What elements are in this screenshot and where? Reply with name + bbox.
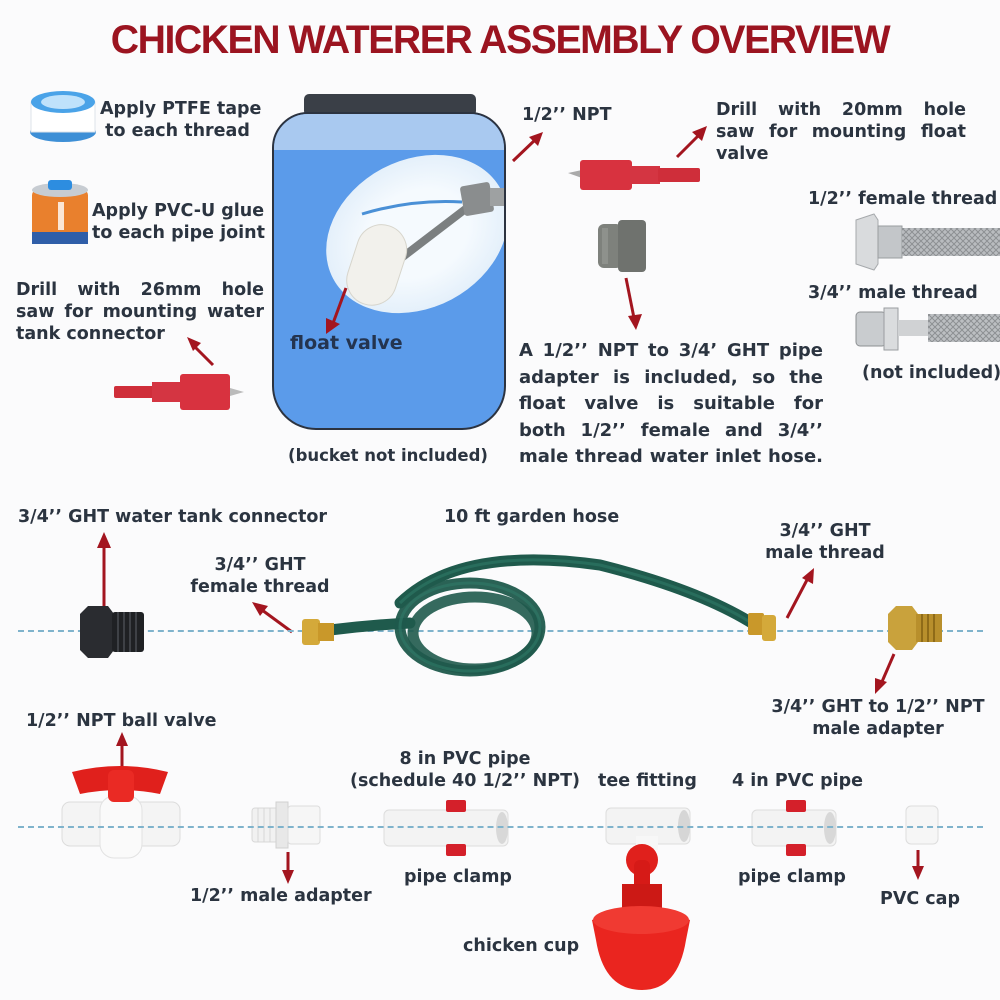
pvc-glue-can-icon [32, 180, 88, 244]
pvc-pipe-8in-icon [383, 800, 509, 856]
male-adapter-icon [251, 801, 321, 849]
male-adapter-label: 1/2’’ male adapter [190, 886, 372, 906]
float-valve-label: float valve [290, 332, 403, 354]
chicken-cup-icon [592, 844, 690, 990]
arrow-icon [624, 277, 642, 330]
pvc-cap-icon [905, 805, 939, 845]
braided-hose-male-icon [855, 307, 1000, 351]
ptfe-tip: Apply PTFE tape to each thread [100, 99, 262, 141]
tank-connector-label: 3/4’’ GHT water tank connector [18, 507, 328, 527]
arrow-icon [282, 852, 294, 884]
pipe-clamp-label-2: pipe clamp [738, 867, 846, 887]
arrow-icon [675, 126, 707, 159]
arrow-icon [97, 532, 111, 608]
female-ght-label: 3/4’’ GHT female thread [190, 555, 330, 597]
bucket: float valve [272, 94, 506, 430]
float-valve-icon [346, 182, 504, 306]
female-thread-label: 1/2’’ female thread [808, 189, 998, 209]
npt-ght-adapter-icon [598, 220, 646, 272]
pvc-cap-label: PVC cap [880, 889, 961, 909]
ball-valve-icon [61, 766, 181, 859]
pvc-pipe-4in-icon [751, 800, 837, 856]
arrow-icon [326, 287, 348, 334]
page-title: CHICKEN WATERER ASSEMBLY OVERVIEW [110, 18, 891, 62]
braided-hose-female-icon [855, 213, 1000, 271]
chicken-cup-label: chicken cup [463, 936, 580, 956]
tee-fitting-label: tee fitting [598, 771, 697, 791]
hole-saw-20mm-icon [568, 160, 700, 190]
ght-npt-adapter-label: 3/4’’ GHT to 1/2’’ NPT male adapter [771, 697, 985, 739]
hole-saw-26mm-icon [114, 374, 244, 410]
bucket-note: (bucket not included) [288, 446, 488, 465]
male-ght-label: 3/4’’ GHT male thread [765, 521, 885, 563]
arrow-icon [116, 732, 128, 770]
arrow-icon [511, 132, 543, 163]
ptfe-tape-icon [30, 91, 96, 142]
bucket-lid [304, 94, 476, 116]
pvc-glue-tip: Apply PVC-U glue to each pipe joint [92, 201, 265, 243]
pipe4-label: 4 in PVC pipe [732, 771, 864, 791]
ball-valve-label: 1/2’’ NPT ball valve [26, 711, 217, 731]
pipe-clamp-label-1: pipe clamp [404, 867, 512, 887]
pipe8-label: 8 in PVC pipe (schedule 40 1/2’’ NPT) [349, 749, 581, 791]
guide-line-row3 [18, 826, 983, 828]
arrow-icon [875, 653, 896, 694]
garden-hose-label: 10 ft garden hose [444, 507, 620, 527]
ght-npt-brass-adapter-icon [888, 606, 942, 650]
water-tank-connector-icon [80, 606, 144, 658]
not-included-note: (not included) [862, 363, 1000, 383]
arrow-icon [252, 602, 293, 634]
male-thread-label: 3/4’’ male thread [808, 283, 978, 303]
arrow-icon [912, 850, 924, 880]
arrow-icon [187, 337, 215, 367]
npt-label: 1/2’’ NPT [522, 105, 612, 125]
drill-26mm-note: Drill with 26mm hole saw for mounting wa… [16, 280, 264, 344]
adapter-note: A 1/2’’ NPT to 3/4’ GHT pipe adapter is … [519, 340, 823, 467]
garden-hose-icon [302, 554, 776, 677]
drill-20mm-note: Drill with 20mm hole saw for mounting fl… [716, 100, 966, 164]
guide-line-row2 [18, 630, 983, 632]
arrow-icon [785, 568, 814, 619]
